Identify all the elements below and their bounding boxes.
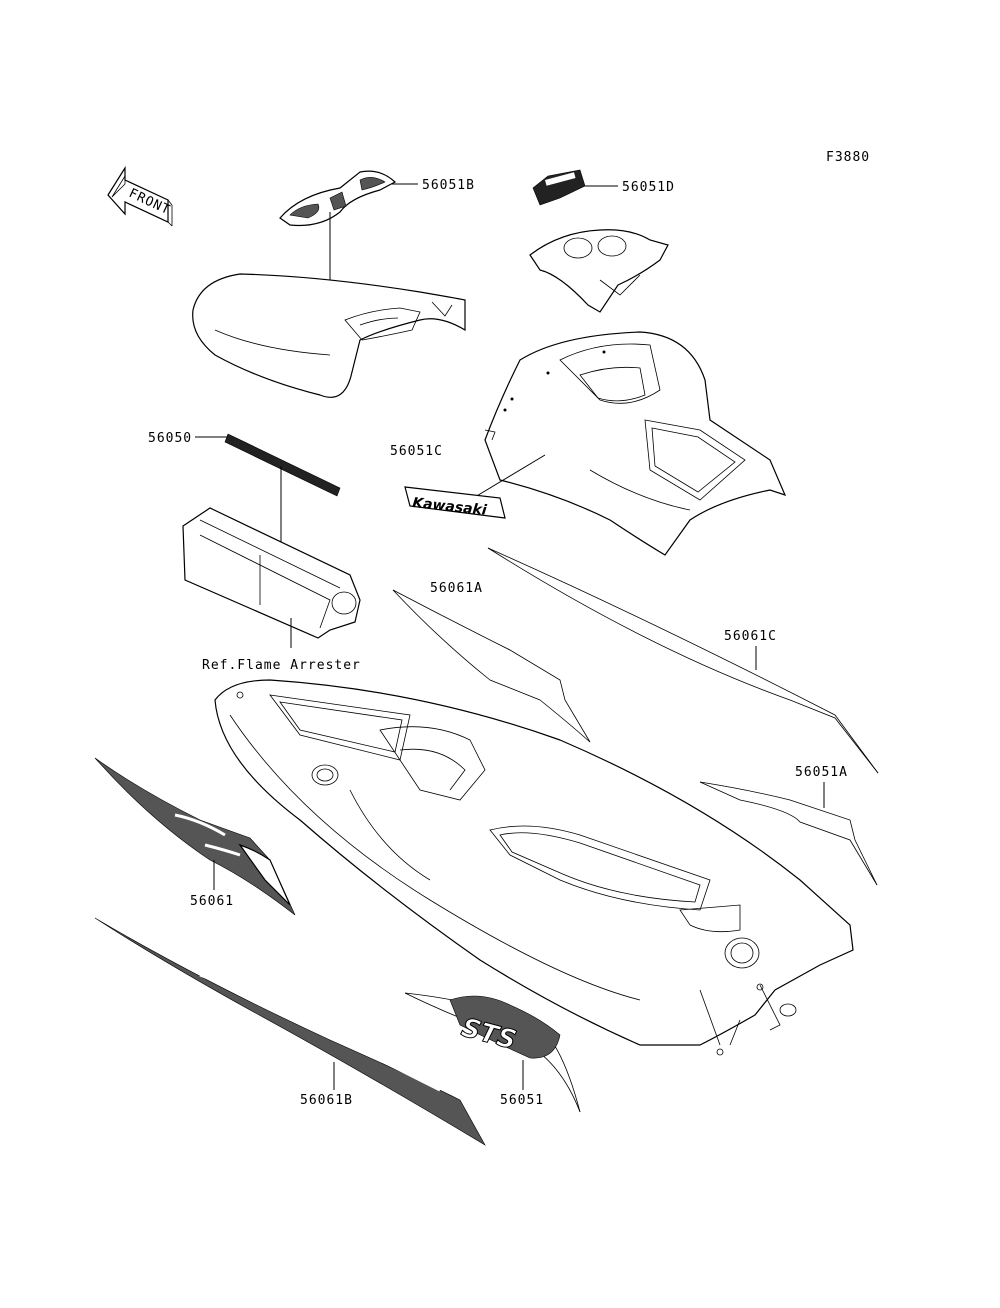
flame-arrester-decal-56050: 56050 xyxy=(148,431,341,545)
instrument-cover-part xyxy=(529,229,669,313)
seat-decal-56051b: 56051B xyxy=(279,170,475,300)
decal-56051a: 56051A xyxy=(699,765,878,886)
kawasaki-decal-56051c: 56051C Kawasaki xyxy=(390,444,546,519)
label-56050: 56050 xyxy=(148,431,192,446)
label-56051d: 56051D xyxy=(622,180,675,195)
flame-arrester-part: Ref.Flame Arrester xyxy=(182,507,361,673)
stripe-56061c: 56061C xyxy=(487,547,879,774)
label-56061a: 56061A xyxy=(430,581,483,596)
label-56051: 56051 xyxy=(500,1093,544,1108)
label-56061c: 56061C xyxy=(724,629,777,644)
deck-part xyxy=(484,331,787,556)
front-arrow-icon: FRONT xyxy=(107,165,173,227)
label-56061: 56061 xyxy=(190,894,234,909)
label-56051b: 56051B xyxy=(422,178,475,193)
label-ref-flame-arrester: Ref.Flame Arrester xyxy=(202,658,361,673)
figure-code: F3880 xyxy=(826,150,870,165)
hull-part xyxy=(214,679,854,1056)
hood-decal-56051d: 56051D xyxy=(532,169,675,206)
label-56061b: 56061B xyxy=(300,1093,353,1108)
stripe-56061b: 56061B xyxy=(94,917,486,1146)
label-56051c: 56051C xyxy=(390,444,443,459)
label-56051a: 56051A xyxy=(795,765,848,780)
seat-part xyxy=(192,273,466,398)
kawasaki-decal-text: Kawasaki xyxy=(412,495,488,519)
stripe-56061a: 56061A xyxy=(392,581,591,743)
stripe-56061: 56061 xyxy=(94,757,296,916)
